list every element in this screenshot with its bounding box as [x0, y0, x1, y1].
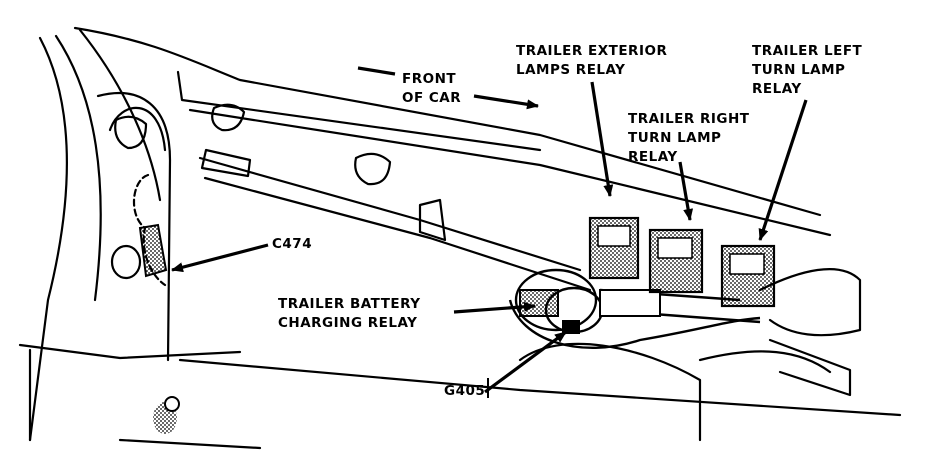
front-of-car-arrow	[473, 94, 539, 110]
c474-arrow	[171, 243, 269, 273]
exterior-relay-label: TRAILER EXTERIOR LAMPS RELAY	[516, 43, 668, 78]
charging-relay-label: TRAILER BATTERY CHARGING RELAY	[278, 296, 421, 331]
left-turn-relay-arrow	[758, 99, 808, 241]
left-turn-relay-label: TRAILER LEFT TURN LAMP RELAY	[752, 43, 863, 97]
g405-ground-point	[562, 320, 580, 334]
relay-block-exterior	[588, 216, 640, 280]
g405-label: G405	[444, 383, 486, 399]
relay-block-left-turn	[720, 244, 776, 308]
bolt-stipple	[153, 396, 180, 434]
g405-arrow	[484, 330, 567, 394]
charging-relay-arrow	[453, 301, 536, 314]
relay-block-right-turn	[648, 228, 704, 294]
charging-relay-shape	[519, 289, 661, 317]
right-turn-relay-arrow	[678, 161, 694, 221]
right-turn-relay-label: TRAILER RIGHT TURN LAMP RELAY	[628, 111, 750, 165]
leader-arrows	[171, 66, 808, 394]
front-of-car-dash	[357, 66, 396, 76]
exterior-relay-arrow	[590, 81, 614, 197]
c474-connector-shape	[110, 223, 168, 280]
c474-label: C474	[272, 236, 313, 252]
front-of-car-label: FRONT OF CAR	[402, 71, 462, 106]
